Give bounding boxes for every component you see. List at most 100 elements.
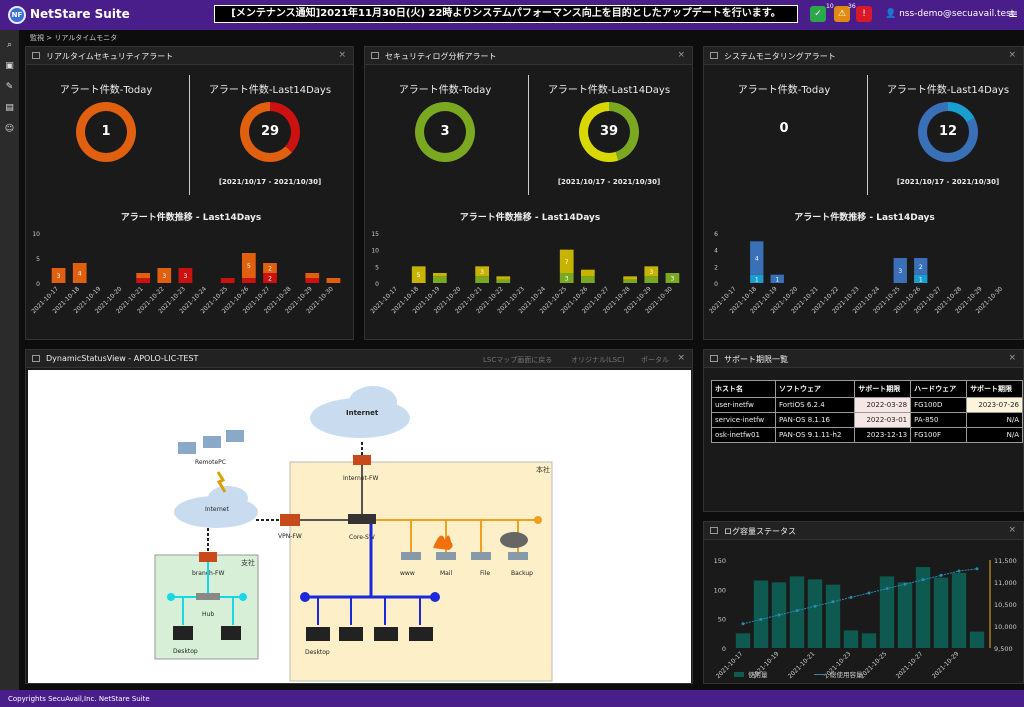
book-icon[interactable]: ▤: [5, 103, 14, 113]
menu-icon[interactable]: ≡: [1008, 7, 1019, 21]
y2-tick-label: 10,000: [994, 623, 1017, 631]
cell-hardware: PA-850: [910, 412, 968, 428]
days-ring: 12: [918, 102, 978, 162]
y2-tick-label: 11,000: [994, 579, 1017, 587]
bar-クローズ: [263, 263, 277, 273]
usage-bar: [843, 630, 859, 648]
col-hardware[interactable]: ハードウェア: [910, 380, 968, 398]
total-usage-point: [867, 591, 871, 595]
check-count: 10: [826, 3, 834, 10]
bar-クローズ: [580, 269, 595, 277]
days-label: アラート件数-Last14Days: [886, 85, 1010, 96]
today-count: 3: [424, 111, 466, 153]
x-tick-label: 2021-10-21: [787, 650, 817, 680]
col-sw-deadline[interactable]: サポート期限: [854, 380, 912, 398]
user-icon: 👤: [885, 9, 900, 19]
backup-server-icon: [500, 532, 528, 560]
support-deadline-panel: サポート期限一覧× ホスト名 ソフトウェア サポート期限 ハードウェア サポート…: [703, 349, 1024, 512]
internet-top-label: Internet: [346, 409, 379, 417]
close-icon[interactable]: ×: [677, 353, 685, 363]
portal-link[interactable]: ポータル: [641, 356, 669, 364]
bar-クローズ: [475, 266, 490, 277]
y2-tick-label: 11,500: [994, 557, 1017, 565]
back-to-map-link[interactable]: LSCマップ画面に戻る: [483, 356, 553, 364]
col-hw-deadline[interactable]: サポート期限: [966, 380, 1023, 398]
col-software[interactable]: ソフトウェア: [775, 380, 856, 398]
panel-icon: [32, 52, 40, 59]
days-label: アラート件数-Last14Days: [208, 85, 332, 96]
backup-label: Backup: [511, 570, 533, 577]
footer: Copyrights SecuAvail,Inc. NetStare Suite: [0, 690, 1024, 707]
panel-title: DynamicStatusView - APOLO-LIC-TEST: [46, 354, 199, 363]
file-server-icon: [471, 552, 491, 560]
warning-icon[interactable]: ⚠: [834, 6, 850, 22]
bar-label: 3: [671, 276, 675, 283]
cell-sw-deadline: 2022-03-01: [854, 412, 912, 428]
cell-software: PAN-OS 8.1.16: [775, 412, 856, 428]
warning-count: 36: [848, 3, 856, 10]
trend-title: アラート件数推移 - Last14Days: [120, 213, 262, 223]
bar-オープン: [496, 279, 511, 283]
alert-trend-chart: 02462021-10-17142021-10-1812021-10-19202…: [708, 231, 1004, 315]
usage-bar: [825, 584, 841, 648]
today-count: 0: [779, 121, 789, 136]
user-email: nss-demo@secuavail.test: [899, 9, 1015, 19]
legend-swatch: [734, 672, 744, 677]
cell-host: service-inetfw: [710, 412, 777, 428]
check-icon[interactable]: ✓: [810, 6, 826, 22]
bar-クローズ: [623, 276, 638, 280]
bar-label: 3: [57, 273, 61, 280]
internet-left-cloud: [174, 486, 258, 528]
search-icon[interactable]: ⌕: [6, 40, 13, 50]
y-tick-label: 50: [718, 616, 726, 624]
bar-クローズ: [51, 268, 66, 283]
total-usage-point: [831, 600, 835, 604]
close-icon[interactable]: ×: [338, 50, 346, 60]
monitor-icon[interactable]: ▣: [5, 61, 14, 71]
trend-title: アラート件数推移 - Last14Days: [794, 213, 935, 223]
log-analysis-panel: セキュリティログ分析アラート× アラート件数-Today 3 アラート件数-La…: [364, 46, 693, 340]
original-link[interactable]: オリジナル(LSC): [571, 356, 625, 364]
y-tick-label: 100: [714, 586, 726, 594]
bar-クローズ: [411, 266, 426, 283]
app-name: NetStare Suite: [30, 7, 130, 21]
today-count: 1: [85, 111, 127, 153]
bar-クローズ: [305, 273, 320, 278]
usage-bar: [879, 576, 895, 648]
y-tick-label: 2: [714, 264, 718, 271]
bar-クローズ: [893, 258, 907, 283]
col-host[interactable]: ホスト名: [710, 380, 777, 398]
mail-server-icon: [433, 535, 456, 560]
close-icon[interactable]: ×: [1008, 353, 1016, 363]
cell-hw-deadline: N/A: [966, 427, 1023, 443]
bar-オープン: [644, 276, 659, 283]
x-tick-label: 2021-10-27: [895, 650, 925, 680]
bar-label: 2: [268, 276, 272, 283]
internet-firewall-icon: [353, 455, 371, 465]
legend-label: 使用量: [748, 670, 768, 679]
user-account[interactable]: 👤 nss-demo@secuavail.test: [885, 9, 1014, 19]
usage-bar: [753, 580, 769, 648]
bar-label: 7: [565, 259, 569, 266]
bar-クローズ: [750, 241, 764, 275]
date-range: [2021/10/17 - 2021/10/30]: [557, 178, 661, 186]
desktop-hq-label: Desktop: [305, 649, 330, 656]
error-icon[interactable]: !: [856, 6, 872, 22]
divider: [528, 75, 529, 195]
maintenance-notice: [メンテナンス通知]2021年11月30日(火) 22時よりシステムパフォーマン…: [214, 5, 798, 23]
bar-label: 2: [268, 266, 272, 273]
desktop-hq-icons: [306, 627, 433, 641]
usage-bar: [915, 567, 931, 648]
close-icon[interactable]: ×: [677, 50, 685, 60]
bar-オープン: [623, 279, 638, 283]
breadcrumb[interactable]: 監視 > リアルタイムモニタ: [30, 34, 118, 42]
wrench-icon[interactable]: ✎: [5, 82, 14, 92]
users-icon[interactable]: ☺: [4, 124, 15, 134]
remote-pc-icon: [178, 430, 244, 454]
usage-bar: [969, 631, 985, 648]
bar-オープン: [220, 278, 235, 283]
app-logo[interactable]: NF: [8, 6, 26, 24]
close-icon[interactable]: ×: [1008, 50, 1016, 60]
close-icon[interactable]: ×: [1008, 525, 1016, 535]
usage-bar: [861, 633, 877, 648]
